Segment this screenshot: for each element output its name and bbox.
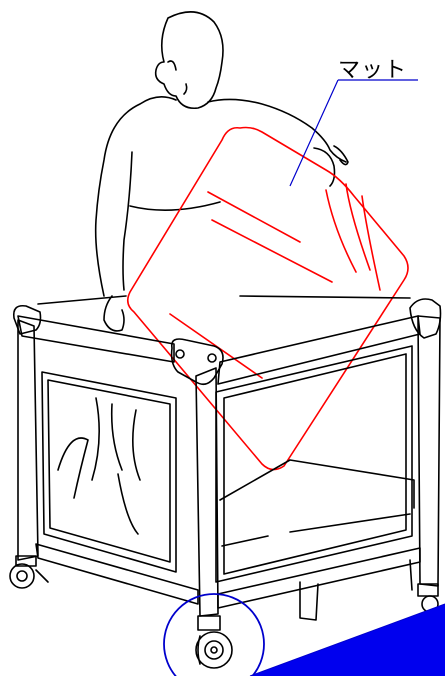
frame-front-post bbox=[196, 368, 218, 616]
mattress-callout bbox=[290, 80, 418, 186]
frame-left-post bbox=[18, 320, 38, 560]
playpen-frame bbox=[18, 296, 440, 620]
person bbox=[96, 12, 348, 331]
wheel-detail-callout bbox=[164, 594, 445, 676]
mesh-wrinkles bbox=[58, 398, 140, 534]
person-shirt-hem bbox=[130, 202, 220, 210]
wheel-highlight-circle bbox=[164, 594, 264, 676]
frame-bottom-rail-right bbox=[218, 548, 420, 608]
mesh-panel-left-inner bbox=[48, 380, 170, 562]
caster-wheel-left bbox=[10, 556, 48, 588]
frame-back-feet bbox=[300, 560, 412, 620]
caster-wheel-front bbox=[196, 616, 232, 668]
frame-right-post bbox=[418, 316, 440, 586]
frame-back-rail bbox=[38, 296, 410, 304]
frame-bottom-rail-left bbox=[36, 544, 198, 604]
frame-top-rail-left bbox=[18, 316, 174, 362]
frame-back-bottom bbox=[222, 514, 410, 546]
callout-leader-line bbox=[290, 80, 418, 186]
frame-top-rail-right bbox=[218, 316, 420, 384]
mattress-label: マット bbox=[338, 52, 407, 84]
mesh-panel-left bbox=[42, 372, 176, 572]
person-head bbox=[156, 12, 223, 108]
person-hair-detail bbox=[168, 61, 187, 94]
person-torso bbox=[96, 97, 346, 296]
corner-cap-right bbox=[410, 299, 441, 338]
frame-inner-floor bbox=[220, 460, 414, 508]
